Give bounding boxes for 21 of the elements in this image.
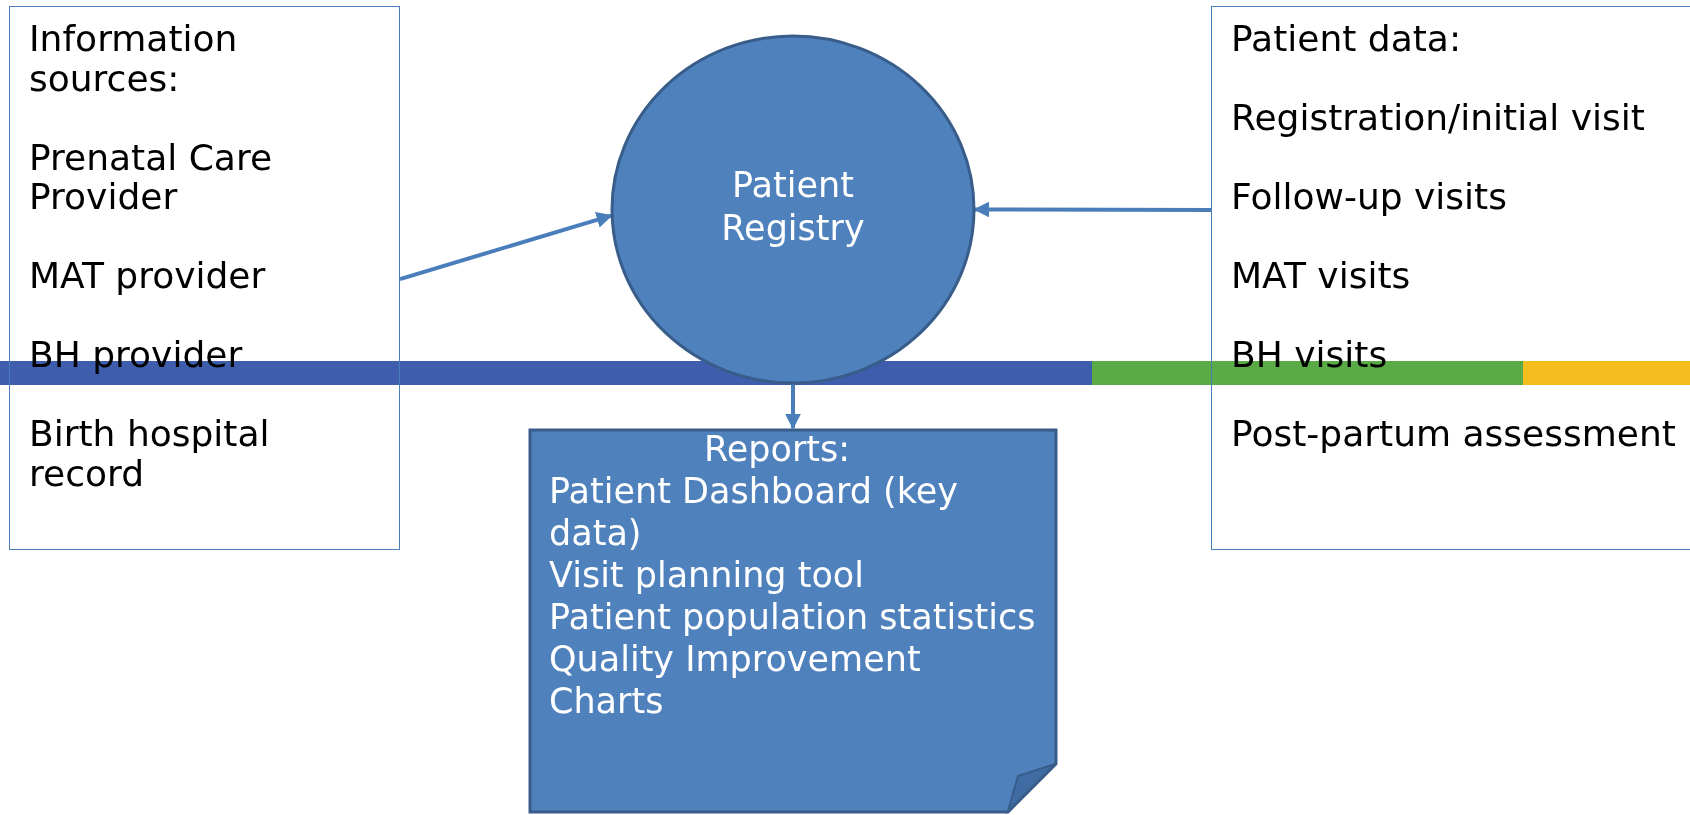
arrow [785,384,801,430]
node-label: Patient Registry [720,164,866,250]
item-text: Visit planning tool [549,554,864,596]
patient-data-box [1211,6,1690,550]
item-text: Patient Dashboard (key data) [549,470,959,554]
item-text: Birth hospital record [29,414,271,493]
heading-text: Information sources: [29,19,239,98]
item-text: MAT provider [29,256,266,296]
item-text: Patient population statistics [549,596,1036,638]
item-text: MAT visits [1231,256,1411,296]
item-text: Prenatal Care Provider [29,137,274,217]
item-text: Follow-up visits [1231,177,1507,217]
registry-circle [610,34,976,385]
item-text: Post-partum assessment [1231,414,1676,454]
heading-text: Reports: [704,428,851,470]
item-text: Quality Improvement Charts [549,638,922,722]
item-text: Registration/initial visit [1231,98,1645,138]
reports-note [528,428,1058,814]
arrow [399,212,613,281]
source-list-box [9,6,400,550]
heading-text: Patient data: [1231,19,1461,59]
